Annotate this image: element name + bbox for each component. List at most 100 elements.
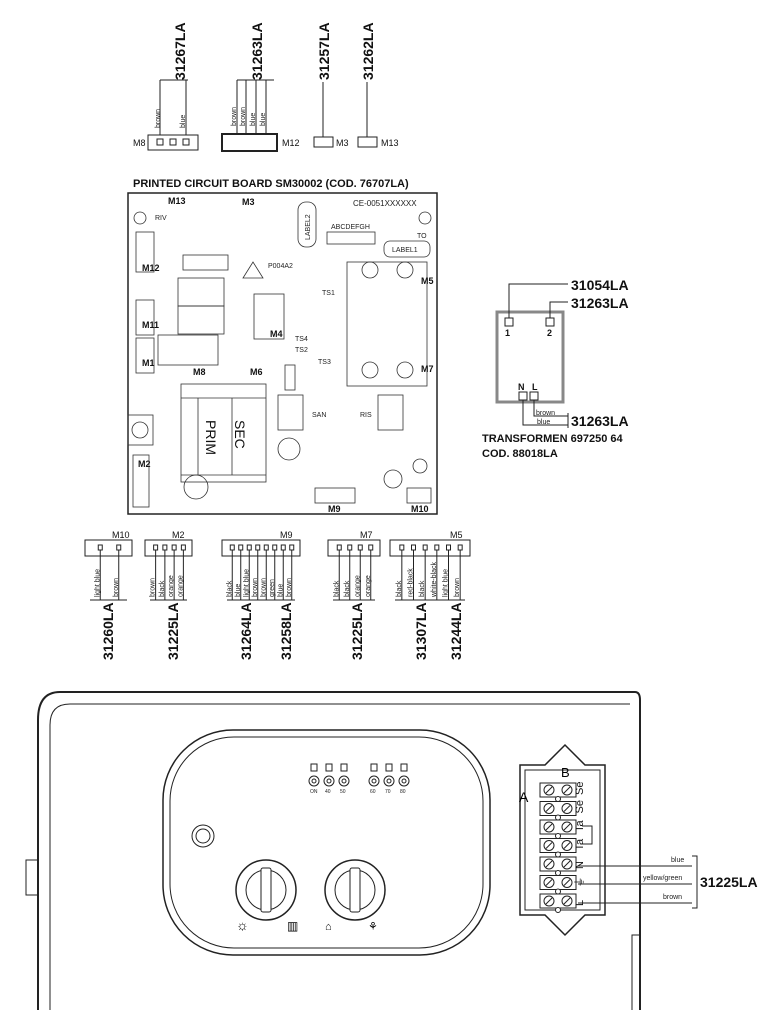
label1: LABEL1 (392, 247, 418, 254)
terminal-label: ⏚ (573, 877, 586, 888)
led-label: 40 (325, 789, 331, 795)
wire-label: blue (235, 584, 242, 597)
led-symbol-icon (400, 763, 408, 772)
wire-label: brown (155, 109, 162, 128)
pcb-label: RIV (155, 215, 167, 222)
wire-label: black (344, 580, 351, 597)
part-number: 31262LA (360, 22, 376, 80)
wire-label: blue (671, 857, 684, 864)
knob-dhw[interactable] (324, 859, 386, 921)
pcb-board: RIV M13 M3 CE-0051XXXXXX LABEL2 ABCDEFGH… (127, 192, 438, 515)
wire-label: brown (252, 578, 259, 597)
led-symbol-icon (340, 763, 348, 772)
top-connector-m8: 31267LA brown blue M8 (133, 22, 199, 151)
terminal: Se (539, 782, 586, 802)
connector-label: M8 (133, 138, 146, 148)
wire-label: brown (113, 578, 120, 597)
part-number: 31225LA (349, 602, 365, 660)
wire-label: white-black (431, 561, 438, 598)
wire-label: black (159, 580, 166, 597)
wire-label: black (396, 580, 403, 597)
led-60: 60 (368, 763, 380, 795)
connector-label: M9 (280, 530, 293, 540)
sun-icon: ☼ (236, 917, 249, 933)
wire-label: red-black (408, 568, 415, 597)
wire-label: light blue (443, 569, 450, 597)
part-number: 31263LA (571, 413, 629, 429)
pcb-code: P004A2 (268, 263, 293, 270)
pcb-label: RIS (360, 412, 372, 419)
part-number: 31263LA (249, 22, 265, 80)
pin-label: N (518, 382, 525, 392)
part-number: 31257LA (316, 22, 332, 80)
wire-label: orange (168, 575, 175, 597)
connector-label: M13 (381, 138, 399, 148)
terminal-label: N (574, 861, 586, 869)
led-80: 80 (398, 763, 410, 795)
boiler-housing (25, 691, 641, 1010)
wire-label: light blue (243, 569, 250, 597)
led-symbol-icon (325, 763, 333, 772)
dip-label: ABCDEFGH (331, 224, 370, 231)
part-number: 31244LA (448, 602, 464, 660)
part-number: 31225LA (165, 602, 181, 660)
ce-mark: CE-0051XXXXXX (353, 199, 417, 208)
wire-label: yellow/green (643, 875, 682, 882)
connector-label: M5 (450, 530, 463, 540)
connector-label: M2 (172, 530, 185, 540)
led-symbol-icon (310, 763, 318, 772)
pcb-connector-label: M13 (168, 196, 186, 206)
shower-icon: ⚘ (368, 921, 378, 933)
pin-label: L (532, 382, 538, 392)
pcb-connector-label: M2 (138, 459, 151, 469)
wire-label: green (269, 579, 276, 597)
wire-label: orange (365, 575, 372, 597)
pcb-label: TS1 (322, 290, 335, 297)
wire-label: brown (240, 107, 247, 126)
wire-label: blue (180, 115, 187, 128)
wire-label: brown (150, 578, 157, 597)
led-40: 40 (323, 763, 335, 795)
terminal-label-a: A (519, 789, 529, 805)
pcb-connector-label: M4 (270, 329, 283, 339)
part-number: 31307LA (413, 602, 429, 660)
pcb-connector-label: M6 (250, 367, 263, 377)
connector-label: M12 (282, 138, 300, 148)
led-label: 80 (400, 789, 406, 795)
transformer: 1 2 N L 31054LA 31263LA 31263LA brown bl… (482, 277, 629, 460)
part-number: 31263LA (571, 295, 629, 311)
terminal-label-b: B (561, 765, 570, 780)
terminal: Ta (539, 819, 586, 839)
top-connector-m3: 31257LA M3 (313, 22, 349, 148)
part-number: 31225LA (700, 874, 758, 890)
transformer-code: COD. 88018LA (482, 448, 558, 460)
led-label: 50 (340, 789, 346, 795)
knob-heating[interactable] (235, 859, 297, 921)
radiator-icon: ▥ (287, 919, 298, 933)
top-connector-m13: 31262LA M13 (357, 22, 399, 148)
pcb-connector-label: M11 (142, 320, 159, 330)
terminal: ⏚ (539, 875, 586, 895)
wire-label: light blue (94, 569, 101, 597)
pcb-connector-label: M9 (328, 504, 341, 514)
pcb-prim-label: PRIM (203, 420, 219, 455)
wire-label: blue (260, 113, 267, 126)
wire-label: brown (454, 578, 461, 597)
tap-icon: ⌂ (325, 921, 332, 933)
connector-label: M3 (336, 138, 349, 148)
pcb-connector-label: M10 (411, 504, 429, 514)
terminal: Ta (539, 838, 586, 858)
pcb-label: TS4 (295, 336, 308, 343)
connector-label: M7 (360, 530, 373, 540)
terminal-label: Se (574, 782, 586, 795)
terminal-label: Se (574, 800, 586, 813)
wire-label: orange (177, 575, 184, 597)
wire-label: brown (663, 894, 682, 901)
